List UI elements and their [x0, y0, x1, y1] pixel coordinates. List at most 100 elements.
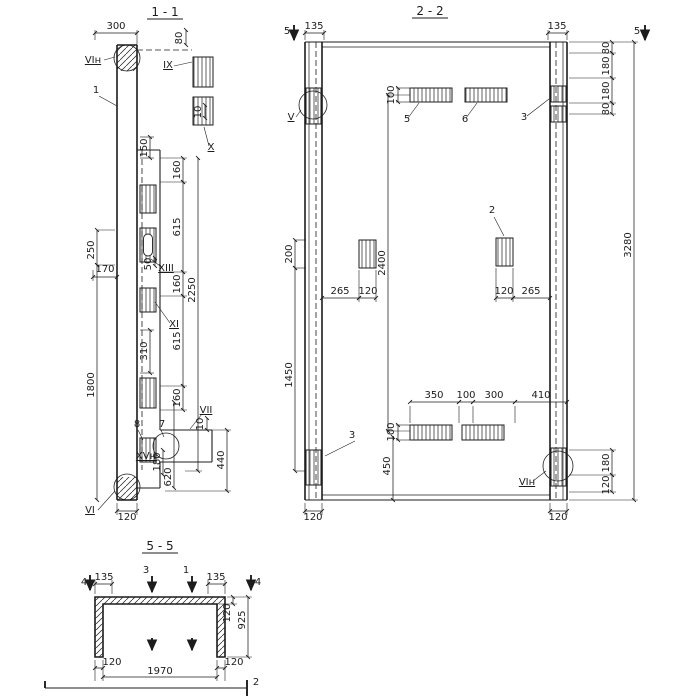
detail-circle-v [298, 90, 328, 120]
leader-lines [295, 98, 550, 482]
detail-circle-vin [542, 450, 574, 482]
dim-label: 1800 [86, 372, 97, 397]
section-trace-line [44, 680, 248, 696]
dim-label: 150 [139, 138, 150, 157]
left-column [304, 42, 323, 500]
part-number: 7 [159, 419, 165, 430]
detail-reference: X [208, 142, 215, 153]
rib-profile [137, 49, 213, 489]
detail-reference: IX [163, 60, 173, 71]
part-number: 2 [489, 205, 495, 216]
dim-label: 80 [601, 42, 612, 55]
dim-label: 50 [143, 258, 154, 271]
dim-label: 615 [172, 331, 183, 350]
dim-label: 2400 [377, 250, 388, 275]
dim-label: 265 [521, 286, 540, 297]
anchor-slot [143, 233, 153, 257]
view-section-2-2: 2 - 2 [284, 4, 651, 523]
dim-label: 120 [358, 286, 377, 297]
dim-label: 615 [172, 217, 183, 236]
dim-label: 3280 [623, 232, 634, 257]
detail-reference: VIн [85, 55, 101, 66]
dim-label: 310 [139, 341, 150, 360]
cut-mark-label: 1 [183, 565, 189, 576]
view-section-1-1: 1 - 1 [85, 5, 231, 523]
cut-mark-label: 4 [81, 577, 87, 588]
dimension-lines [90, 27, 230, 514]
dimension-lines [92, 581, 251, 680]
detail-circle-7 [152, 432, 180, 460]
detail-reference: VI [85, 505, 95, 516]
right-column [549, 42, 568, 500]
section-title-1-1: 1 - 1 [151, 5, 178, 19]
dim-label: 80 [601, 103, 612, 116]
embedded-detail-ix [192, 56, 214, 126]
dim-label: 160 [172, 388, 183, 407]
dim-label: 135 [94, 572, 113, 583]
dim-label: 135 [304, 21, 323, 32]
part-number: 5 [404, 114, 410, 125]
cut-mark-label: 5 [284, 26, 290, 37]
cut-mark-label: 3 [143, 565, 149, 576]
dim-label: 200 [284, 244, 295, 263]
dim-label: 120 [303, 512, 322, 523]
dim-label: 160 [172, 160, 183, 179]
dim-label: 120 [102, 657, 121, 668]
dim-label: 80 [174, 32, 185, 45]
dim-label: 180 [601, 56, 612, 75]
part-number: 1 [93, 85, 99, 96]
part-number: 6 [462, 114, 468, 125]
dim-label: 410 [531, 390, 550, 401]
cut-mark-label: 5 [634, 26, 640, 37]
dim-label: 300 [106, 21, 125, 32]
detail-circle-vi-bottom [113, 473, 141, 501]
dim-label: 135 [547, 21, 566, 32]
detail-reference: XI [169, 319, 179, 330]
dim-label: 120 [601, 475, 612, 494]
detail-reference: VIн [519, 477, 535, 488]
dimension-lines [292, 30, 637, 514]
dim-label: 120 [222, 603, 233, 622]
dim-label: 265 [330, 286, 349, 297]
dim-label: 1970 [147, 666, 172, 677]
dim-label: 10 [195, 418, 206, 431]
dim-label: 120 [494, 286, 513, 297]
detail-reference: VII [200, 405, 213, 416]
dim-label: 180 [601, 453, 612, 472]
detail-reference: V [288, 112, 295, 123]
detail-circle-vin-top [113, 44, 141, 72]
section-title-2-2: 2 - 2 [416, 4, 443, 18]
dim-label: 300 [484, 390, 503, 401]
dim-label: 1450 [284, 362, 295, 387]
dim-label: 350 [424, 390, 443, 401]
cut-mark-label: 2 [253, 677, 259, 688]
extension-lines [295, 30, 638, 515]
dim-label: 160 [172, 274, 183, 293]
dim-label: 120 [117, 512, 136, 523]
column-member [116, 44, 138, 501]
dim-label: 135 [206, 572, 225, 583]
part-number: 3 [521, 112, 527, 123]
dim-label: 925 [237, 610, 248, 629]
dim-label: 180 [152, 452, 163, 471]
embedded-plates [358, 87, 514, 441]
dim-label: 180 [601, 81, 612, 100]
dim-label: 250 [86, 240, 97, 259]
dim-label: 120 [548, 512, 567, 523]
cut-mark-label: 4 [255, 577, 261, 588]
dim-label: 10 [193, 106, 204, 119]
cut-marks-5 [288, 25, 651, 42]
dim-label: 100 [386, 422, 397, 441]
panel-outline [305, 41, 567, 501]
detail-reference: XIII [158, 263, 174, 274]
dim-label: 100 [386, 85, 397, 104]
dim-label: 620 [163, 467, 174, 486]
cut-marks [84, 575, 257, 652]
part-number: 8 [134, 419, 140, 430]
section-title-5-5: 5 - 5 [146, 539, 173, 553]
